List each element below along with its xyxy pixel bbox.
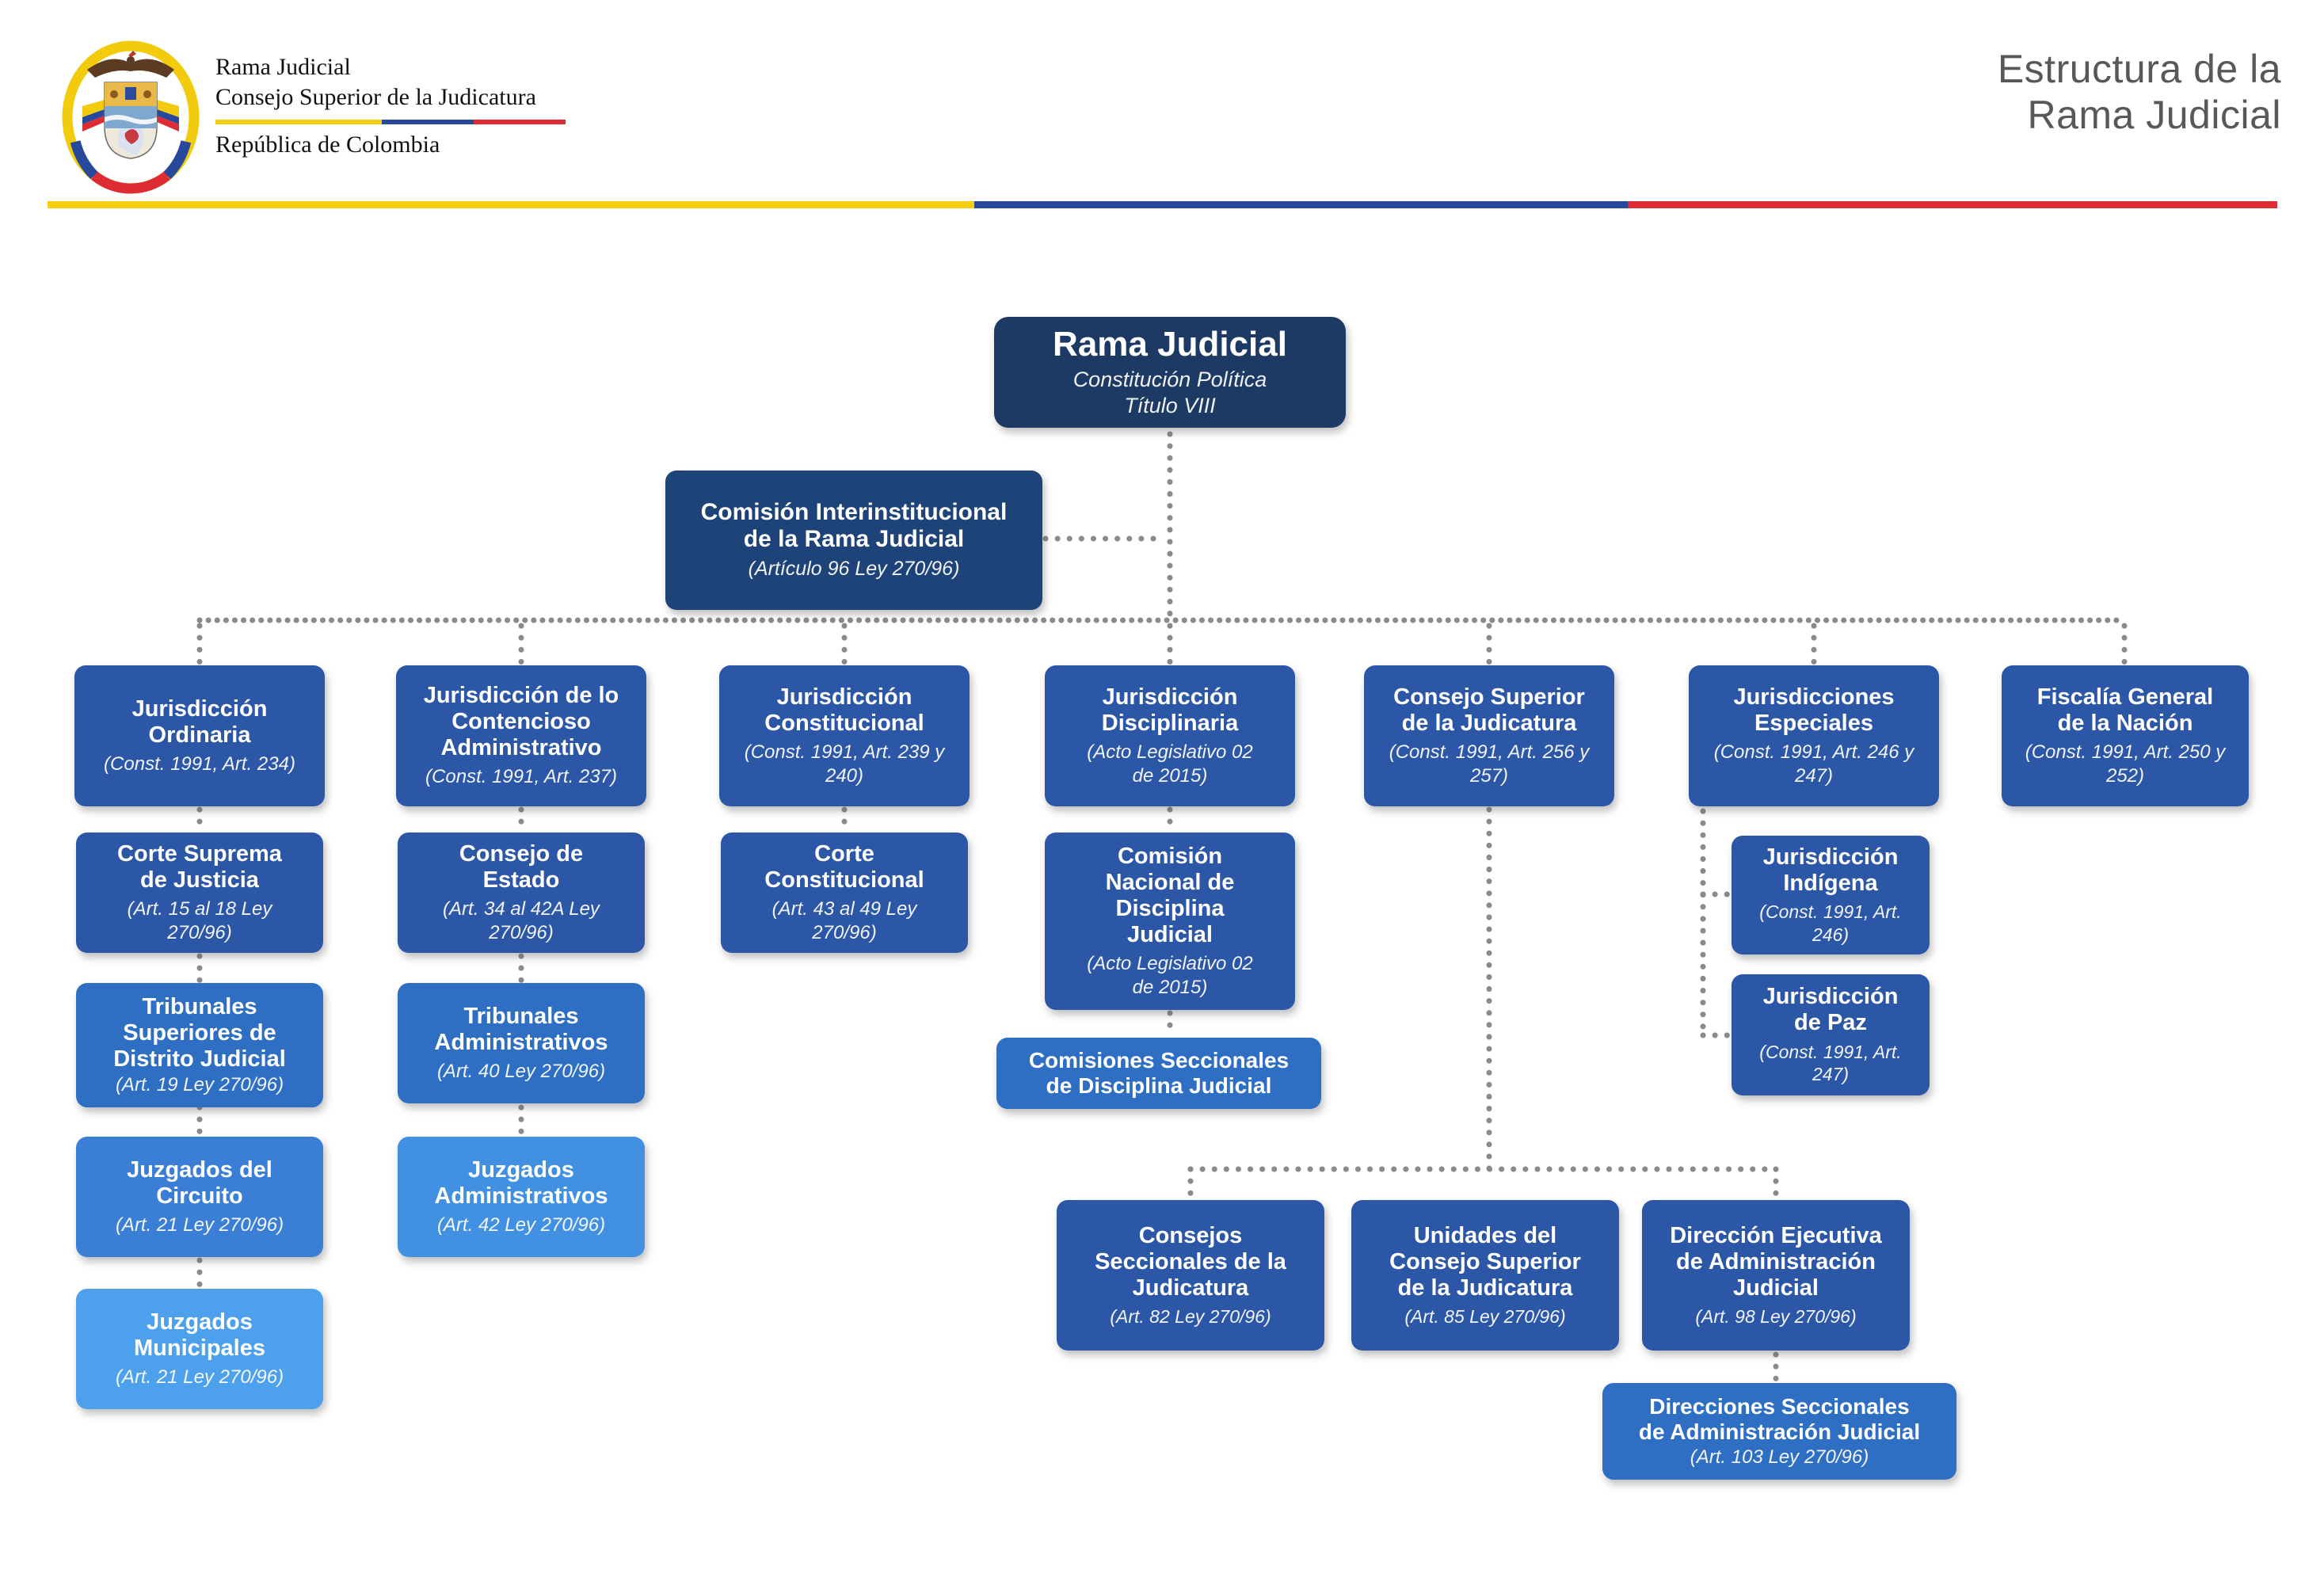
- node-juzgados-circuito: Juzgados del Circuito (Art. 21 Ley 270/9…: [76, 1137, 323, 1257]
- node-consejo-superior: Consejo Superior de la Judicatura (Const…: [1364, 665, 1614, 806]
- node-subtitle: (Const. 1991, Art. 250 y 252): [2025, 741, 2226, 787]
- node-title: Direcciones Seccionales de Administració…: [1638, 1393, 1921, 1444]
- node-subtitle: (Art. 15 al 18 Ley 270/96): [127, 897, 272, 943]
- node-direccion-ejecutiva: Dirección Ejecutiva de Administración Ju…: [1642, 1200, 1910, 1351]
- node-tribunales-administrativos: Tribunales Administrativos (Art. 40 Ley …: [398, 983, 645, 1103]
- logo-line-consejo: Consejo Superior de la Judicatura: [215, 84, 536, 111]
- node-title: Jurisdicción de lo Contencioso Administr…: [423, 683, 619, 761]
- node-subtitle: (Art. 21 Ley 270/96): [115, 1214, 284, 1236]
- node-subtitle: (Const. 1991, Art. 234): [104, 752, 295, 775]
- node-subtitle: (Art. 82 Ley 270/96): [1110, 1305, 1271, 1327]
- node-subtitle: (Acto Legislativo 02 de 2015): [1087, 741, 1253, 787]
- logo-line-rama-judicial: Rama Judicial: [215, 54, 351, 80]
- node-title: Jurisdicción Indígena: [1762, 844, 1899, 896]
- node-subtitle: (Art. 42 Ley 270/96): [436, 1214, 606, 1236]
- node-tribunales-superiores: Tribunales Superiores de Distrito Judici…: [76, 983, 323, 1107]
- node-subtitle: (Art. 85 Ley 270/96): [1404, 1305, 1566, 1327]
- node-title: Unidades del Consejo Superior de la Judi…: [1389, 1222, 1581, 1301]
- logo-line-republica: República de Colombia: [215, 131, 440, 158]
- node-subtitle: Constitución Política Título VIII: [1072, 367, 1267, 418]
- node-subtitle: (Art. 98 Ley 270/96): [1695, 1305, 1857, 1327]
- page-title-line2: Rama Judicial: [2027, 93, 2281, 137]
- flag-bar: [48, 201, 2277, 208]
- connector-col-especiales: [1700, 808, 1733, 1038]
- node-subtitle: (Const. 1991, Art. 237): [425, 766, 617, 788]
- node-jurisdiccion-paz: Jurisdicción de Paz (Const. 1991, Art. 2…: [1732, 974, 1930, 1095]
- node-title: Corte Suprema de Justicia: [117, 840, 282, 893]
- node-title: Comisiones Seccionales de Disciplina Jud…: [1028, 1048, 1290, 1098]
- logo-flag-divider: [215, 119, 566, 124]
- node-title: Jurisdicción Constitucional: [764, 684, 924, 736]
- divider-blue: [382, 119, 474, 124]
- node-subtitle: (Art. 34 al 42A Ley 270/96): [443, 897, 600, 943]
- node-comision-interinstitucional: Comisión Interinstitucional de la Rama J…: [665, 471, 1042, 610]
- node-unidades-consejo-superior: Unidades del Consejo Superior de la Judi…: [1351, 1200, 1619, 1351]
- divider-yellow: [215, 119, 382, 124]
- node-rama-judicial: Rama Judicial Constitución Política Títu…: [994, 317, 1346, 428]
- node-comisiones-seccionales-disciplina: Comisiones Seccionales de Disciplina Jud…: [996, 1038, 1321, 1109]
- node-subtitle: (Art. 21 Ley 270/96): [115, 1366, 284, 1388]
- node-title: Consejo de Estado: [459, 840, 584, 893]
- node-subtitle: (Const. 1991, Art. 246 y 247): [1713, 741, 1914, 787]
- node-subtitle: (Art. 40 Ley 270/96): [436, 1060, 606, 1082]
- node-jurisdiccion-ordinaria: Jurisdicción Ordinaria (Const. 1991, Art…: [74, 665, 325, 806]
- connector-spine-stubs: [196, 623, 2128, 665]
- node-jurisdicciones-especiales: Jurisdicciones Especiales (Const. 1991, …: [1689, 665, 1939, 806]
- node-title: Juzgados del Circuito: [127, 1156, 272, 1209]
- flag-bar-red: [1628, 201, 2277, 208]
- coat-of-arms-icon: [62, 40, 200, 194]
- node-jurisdiccion-contencioso: Jurisdicción de lo Contencioso Administr…: [396, 665, 646, 806]
- node-title: Comisión Nacional de Disciplina Judicial: [1105, 843, 1235, 947]
- node-subtitle: (Const. 1991, Art. 239 y 240): [744, 741, 945, 787]
- node-subtitle: (Artículo 96 Ley 270/96): [748, 558, 960, 581]
- node-subtitle: (Art. 103 Ley 270/96): [1690, 1446, 1869, 1468]
- node-title: Fiscalía General de la Nación: [2036, 684, 2214, 736]
- node-title: Jurisdicciones Especiales: [1733, 684, 1895, 736]
- page-title-line1: Estructura de la: [1997, 47, 2281, 91]
- node-corte-suprema: Corte Suprema de Justicia (Art. 15 al 18…: [76, 833, 323, 953]
- node-jurisdiccion-indigena: Jurisdicción Indígena (Const. 1991, Art.…: [1732, 836, 1930, 954]
- node-title: Juzgados Administrativos: [434, 1156, 608, 1209]
- node-title: Tribunales Superiores de Distrito Judici…: [113, 993, 286, 1072]
- node-title: Rama Judicial: [1053, 325, 1287, 364]
- node-subtitle: (Const. 1991, Art. 256 y 257): [1389, 741, 1590, 787]
- connector-root: [1042, 431, 1173, 622]
- node-consejos-seccionales-judicatura: Consejos Seccionales de la Judicatura (A…: [1057, 1200, 1324, 1351]
- node-title: Juzgados Municipales: [134, 1309, 265, 1361]
- node-subtitle: (Art. 19 Ley 270/96): [115, 1073, 284, 1095]
- institution-logo: Rama Judicial Consejo Superior de la Jud…: [55, 36, 610, 203]
- node-title: Dirección Ejecutiva de Administración Ju…: [1670, 1222, 1882, 1301]
- flag-bar-yellow: [48, 201, 974, 208]
- node-jurisdiccion-constitucional: Jurisdicción Constitucional (Const. 1991…: [719, 665, 970, 806]
- node-comision-nacional-disciplina: Comisión Nacional de Disciplina Judicial…: [1045, 833, 1295, 1010]
- node-title: Comisión Interinstitucional de la Rama J…: [700, 498, 1008, 552]
- logo-text: Rama Judicial Consejo Superior de la Jud…: [215, 52, 566, 158]
- page-title: Estructura de la Rama Judicial: [1998, 46, 2281, 138]
- node-subtitle: (Const. 1991, Art. 246): [1759, 901, 1902, 945]
- connector-col-consejo-superior: [1187, 806, 1779, 1385]
- flag-bar-blue: [974, 201, 1628, 208]
- divider-red: [474, 119, 566, 124]
- node-subtitle: (Art. 43 al 49 Ley 270/96): [771, 897, 917, 943]
- node-consejo-estado: Consejo de Estado (Art. 34 al 42A Ley 27…: [398, 833, 645, 953]
- node-direcciones-seccionales: Direcciones Seccionales de Administració…: [1602, 1383, 1956, 1480]
- node-title: Jurisdicción Disciplinaria: [1101, 684, 1239, 736]
- node-title: Corte Constitucional: [764, 840, 924, 893]
- node-title: Jurisdicción Ordinaria: [131, 695, 268, 748]
- node-juzgados-municipales: Juzgados Municipales (Art. 21 Ley 270/96…: [76, 1289, 323, 1409]
- node-title: Consejos Seccionales de la Judicatura: [1095, 1222, 1286, 1301]
- node-title: Jurisdicción de Paz: [1762, 984, 1899, 1036]
- node-corte-constitucional: Corte Constitucional (Art. 43 al 49 Ley …: [721, 833, 968, 953]
- node-juzgados-administrativos: Juzgados Administrativos (Art. 42 Ley 27…: [398, 1137, 645, 1257]
- node-title: Consejo Superior de la Judicatura: [1393, 684, 1585, 736]
- node-subtitle: (Acto Legislativo 02 de 2015): [1087, 952, 1253, 998]
- node-fiscalia-general: Fiscalía General de la Nación (Const. 19…: [2002, 665, 2249, 806]
- node-title: Tribunales Administrativos: [434, 1003, 608, 1055]
- node-jurisdiccion-disciplinaria: Jurisdicción Disciplinaria (Acto Legisla…: [1045, 665, 1295, 806]
- node-subtitle: (Const. 1991, Art. 247): [1759, 1041, 1902, 1085]
